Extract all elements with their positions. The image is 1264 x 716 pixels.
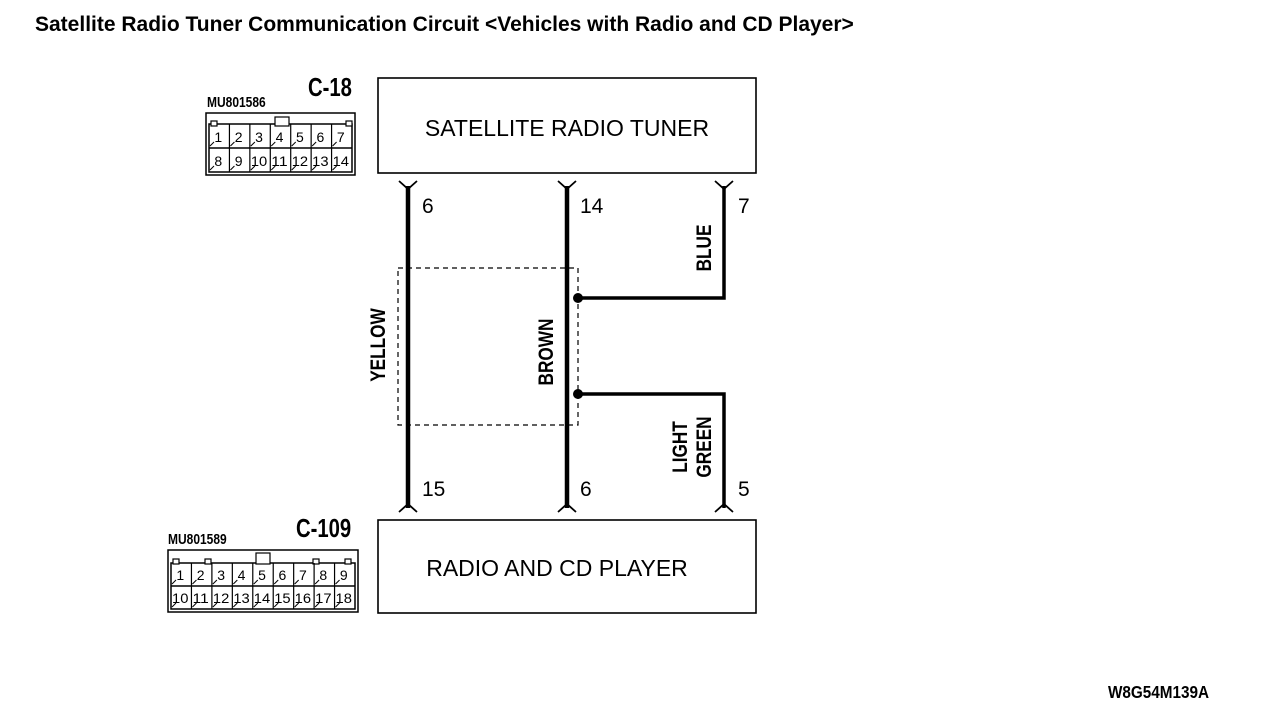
tuner-connector-id: C-18 [308,73,352,102]
radio-pin-cell-bottom: 14 [254,590,271,606]
radio-pin-cell-top: 3 [217,567,225,583]
radio-pin-cell-top: 5 [258,567,266,583]
tuner-part-number: MU801586 [207,94,266,111]
yellow-radio-pin: 15 [422,478,445,501]
radio-pin-cell-top: 2 [197,567,205,583]
yellow-wire-label: YELLOW [368,307,391,381]
wire-blue [573,180,734,303]
radio-pin-cell-top: 8 [319,567,327,583]
brown-wire-label: BROWN [536,319,559,386]
tuner-pin-cell-top: 5 [296,129,304,145]
satellite-radio-tuner-box [377,77,757,174]
radio-cd-player-label: RADIO AND CD PLAYER [426,555,688,581]
wire-light-green [573,389,734,513]
radio-pin-cell-top: 4 [238,567,246,583]
tuner-pin-cell-bottom: 11 [271,153,288,169]
radio-pin-cell-top: 7 [299,567,307,583]
figure-code: W8G54M139A [1108,682,1209,702]
tuner-pin-cell-bottom: 12 [292,153,309,169]
radio-pin-cell-bottom: 15 [274,590,291,606]
tuner-pin-cell-bottom: 13 [312,153,329,169]
light-green-wire-label-line2: GREEN [694,416,717,477]
brown-radio-pin: 6 [580,478,592,501]
tuner-pin-cell-bottom: 14 [333,153,350,169]
shield-dashed-box [397,267,579,426]
radio-pin-cell-top: 9 [340,567,348,583]
radio-pin-cell-bottom: 17 [315,590,332,606]
light-green-wire-label-line1: LIGHT [670,421,693,473]
radio-pin-cell-bottom: 10 [172,590,189,606]
tuner-pin-cell-top: 1 [214,129,222,145]
wire-yellow [398,180,418,513]
tuner-pin-cell-top: 4 [276,129,284,145]
radio-part-number: MU801589 [168,531,227,548]
radio-pin-cell-bottom: 12 [213,590,230,606]
radio-connector-id: C-109 [296,514,351,543]
tuner-pin-cell-top: 7 [337,129,345,145]
blue-tuner-pin: 7 [738,195,750,218]
tuner-pin-cell-top: 2 [235,129,243,145]
tuner-pin-cell-bottom: 10 [251,153,268,169]
tuner-pin-cell-bottom: 8 [214,153,222,169]
wire-brown [557,180,577,513]
tuner-pin-cell-bottom: 9 [235,153,243,169]
light-green-radio-pin: 5 [738,478,750,501]
tuner-pin-cell-top: 6 [316,129,324,145]
radio-cd-player-box [377,519,757,614]
radio-pin-cell-top: 6 [279,567,287,583]
radio-pin-cell-bottom: 11 [192,590,209,606]
brown-tuner-pin: 14 [580,195,604,218]
radio-pin-cell-bottom: 13 [233,590,250,606]
radio-pin-cell-bottom: 18 [336,590,353,606]
satellite-radio-tuner-label: SATELLITE RADIO TUNER [425,115,709,141]
radio-pin-cell-top: 1 [176,567,184,583]
yellow-tuner-pin: 6 [422,195,434,218]
radio-pin-cell-bottom: 16 [295,590,312,606]
blue-wire-label: BLUE [694,224,717,271]
diagram-title: Satellite Radio Tuner Communication Circ… [35,13,854,36]
tuner-pin-cell-top: 3 [255,129,263,145]
